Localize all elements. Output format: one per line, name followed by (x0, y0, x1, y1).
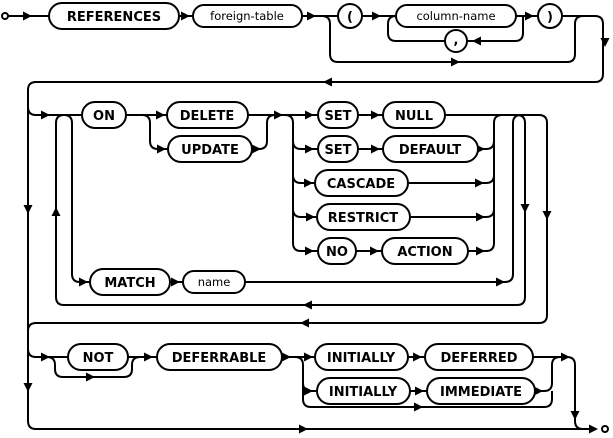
node-on: ON (81, 101, 127, 129)
node-close-paren-label: ) (547, 10, 553, 25)
node-deferred: DEFERRED (424, 343, 534, 371)
start-terminal-icon (1, 12, 9, 20)
node-no-label: NO (326, 245, 348, 260)
node-close-paren: ) (537, 3, 563, 29)
node-null-label: NULL (395, 109, 433, 124)
node-cascade-label: CASCADE (327, 177, 395, 192)
node-open-paren-label: ( (347, 10, 353, 25)
node-deferred-label: DEFERRED (440, 351, 517, 366)
node-no: NO (317, 237, 357, 265)
node-immediate-label: IMMEDIATE (440, 385, 522, 400)
node-not: NOT (67, 343, 129, 371)
end-terminal-icon (601, 425, 609, 433)
node-null: NULL (382, 101, 446, 129)
node-update-label: UPDATE (181, 143, 239, 158)
node-set1-label: SET (324, 109, 351, 124)
node-set-default-set: SET (317, 135, 359, 163)
node-on-label: ON (93, 109, 115, 124)
node-restrict-label: RESTRICT (328, 211, 399, 226)
node-initially1-label: INITIALLY (327, 351, 396, 366)
node-deferrable-label: DEFERRABLE (172, 351, 267, 366)
node-foreign-table-label: foreign-table (210, 9, 284, 23)
node-set-null-set: SET (317, 101, 359, 129)
node-name: name (182, 270, 246, 294)
node-open-paren: ( (337, 3, 363, 29)
node-initially2-label: INITIALLY (329, 385, 398, 400)
node-cascade: CASCADE (314, 169, 409, 197)
node-default: DEFAULT (382, 135, 479, 163)
node-references-label: REFERENCES (67, 10, 161, 25)
node-column-name-label: column-name (416, 9, 495, 23)
node-match-label: MATCH (104, 276, 155, 291)
node-action-label: ACTION (397, 245, 452, 260)
node-immediate: IMMEDIATE (426, 377, 536, 405)
node-initially-deferred-initially: INITIALLY (314, 343, 409, 371)
node-default-label: DEFAULT (399, 143, 461, 158)
node-column-name: column-name (395, 4, 517, 28)
node-comma-label: , (454, 33, 459, 48)
connector-lines (8, 15, 604, 430)
node-not-label: NOT (83, 351, 114, 366)
node-name-label: name (198, 275, 231, 289)
node-delete-label: DELETE (180, 109, 235, 124)
node-match: MATCH (89, 268, 171, 296)
node-set2-label: SET (324, 143, 351, 158)
node-action: ACTION (381, 237, 469, 265)
node-restrict: RESTRICT (316, 203, 411, 231)
node-update: UPDATE (167, 135, 253, 163)
node-foreign-table: foreign-table (192, 4, 303, 28)
node-delete: DELETE (166, 101, 249, 129)
node-references: REFERENCES (48, 2, 180, 30)
node-deferrable: DEFERRABLE (156, 343, 283, 371)
node-initially-immediate-initially: INITIALLY (316, 377, 411, 405)
node-comma: , (444, 29, 468, 53)
